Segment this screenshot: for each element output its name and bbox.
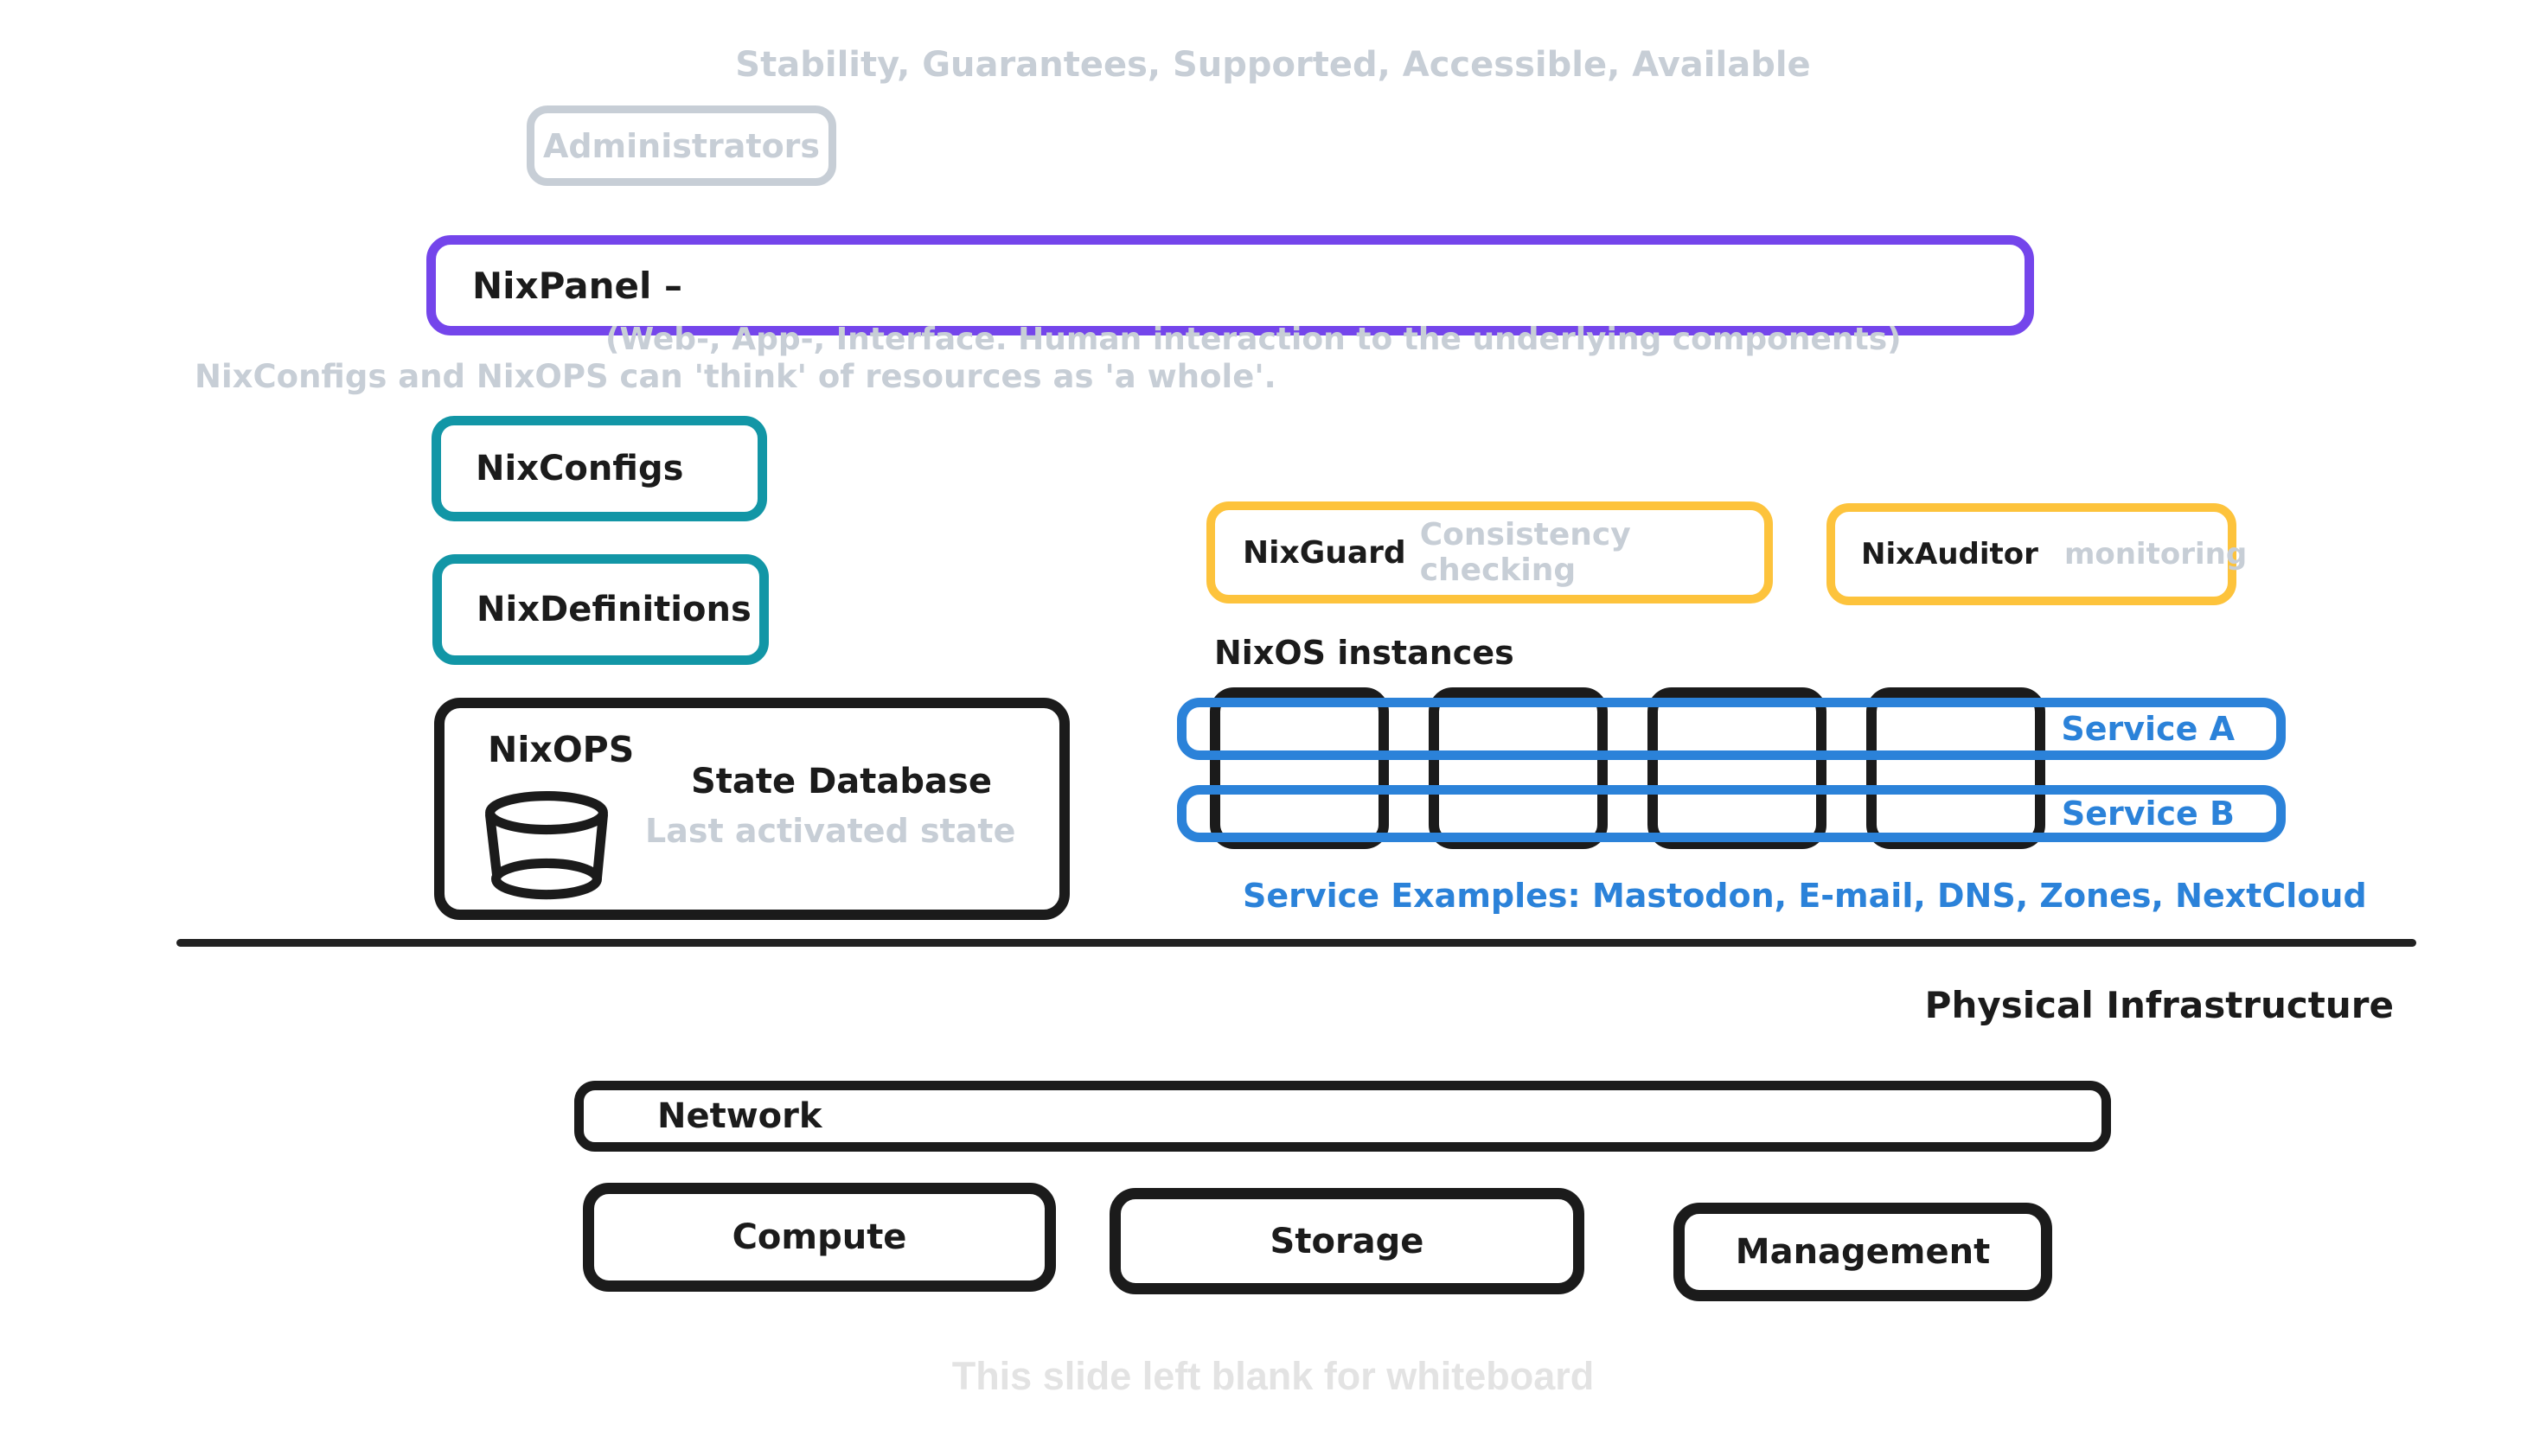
tagline-text: Stability, Guarantees, Supported, Access… [735,45,1811,85]
management-box: Management [1673,1203,2052,1301]
nixdefinitions-box: NixDefinitions [432,554,769,665]
administrators-label: Administrators [542,126,821,165]
administrators-box: Administrators [527,105,836,186]
compute-label: Compute [732,1217,907,1257]
nixguard-box: NixGuard Consistency checking [1206,501,1773,603]
nixops-label: NixOPS [488,729,635,770]
nixos-instances-title: NixOS instances [1214,634,1514,672]
service-examples-text: Service Examples: Mastodon, E-mail, DNS,… [1243,877,2367,915]
nixpanel-caption: (Web-, App-, Interface. Human interactio… [605,322,1902,357]
service-a-bar: Service A [1177,698,2286,760]
compute-box: Compute [583,1183,1056,1292]
nixpanel-box: NixPanel – [426,235,2034,335]
nixauditor-sublabel: monitoring [2063,537,2248,572]
storage-label: Storage [1270,1221,1424,1261]
service-a-label: Service A [2061,710,2235,748]
network-label: Network [657,1096,822,1136]
nixops-box: NixOPS State Database Last activated sta… [434,698,1070,920]
footer-note: This slide left blank for whiteboard [951,1354,1595,1398]
nixconfigs-label: NixConfigs [476,449,684,489]
nixos-instance-box [1429,687,1608,849]
nixauditor-box: NixAuditor monitoring [1826,503,2247,605]
nixguard-label: NixGuard [1243,534,1406,571]
storage-box: Storage [1110,1188,1584,1294]
nixpanel-label: NixPanel – [472,264,683,307]
service-b-label: Service B [2061,795,2235,833]
physical-infrastructure-title: Physical Infrastructure [1924,984,2394,1026]
state-database-subtitle: Last activated state [645,812,1016,850]
nixauditor-label: NixAuditor [1861,537,2038,572]
management-label: Management [1735,1232,1991,1272]
state-database-title: State Database [691,762,992,801]
nixdefinitions-label: NixDefinitions [477,590,752,629]
nixconfigs-box: NixConfigs [432,416,767,521]
nixguard-sublabel: Consistency checking [1419,517,1631,588]
database-cylinder-icon [485,791,608,900]
nixos-instance-box [1866,687,2045,849]
network-box: Network [574,1081,2111,1152]
annotation-note: NixConfigs and NixOPS can 'think' of res… [195,358,1276,395]
infrastructure-divider [176,939,2416,947]
service-b-bar: Service B [1177,785,2286,842]
